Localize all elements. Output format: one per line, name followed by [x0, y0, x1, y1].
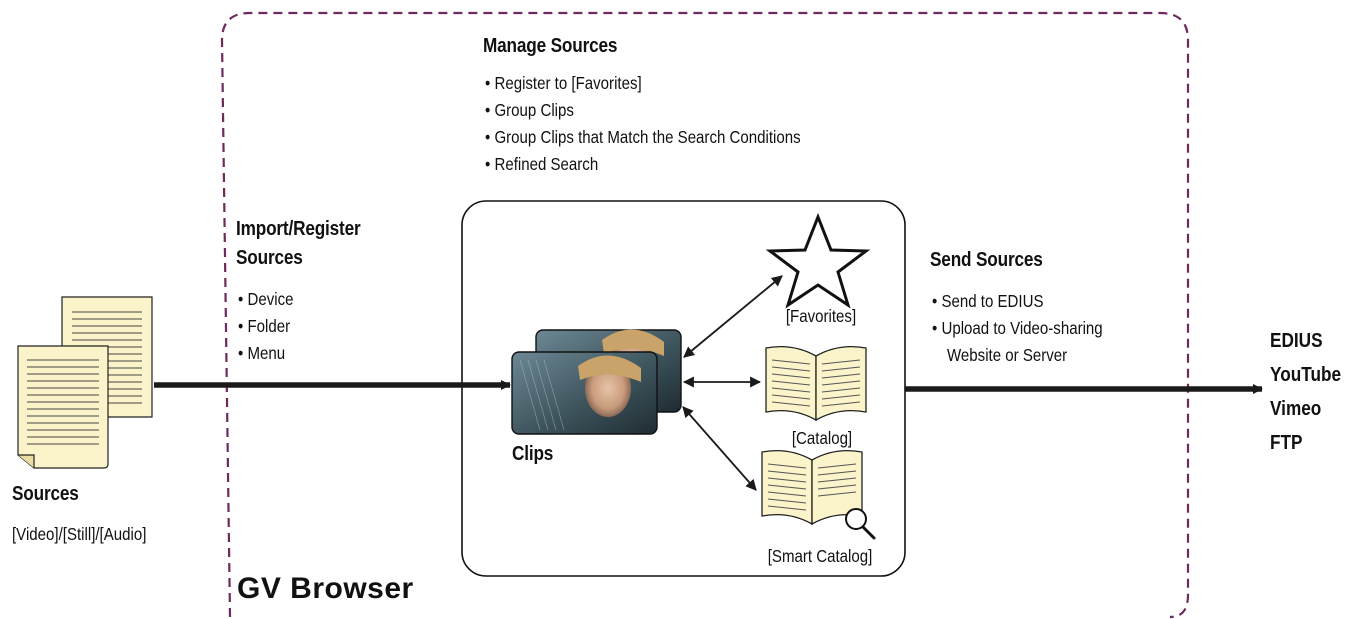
list-item: Group Clips — [485, 97, 801, 124]
gv-browser-title: GV Browser — [237, 572, 414, 605]
book-icon — [761, 449, 863, 526]
send-list: Send to EDIUS Upload to Video-sharing — [932, 288, 1103, 342]
gv-browser-boundary — [220, 11, 1190, 619]
list-item: Device — [238, 286, 293, 313]
clips-label: Clips — [512, 443, 554, 465]
import-list: Device Folder Menu — [238, 286, 293, 367]
destination-item: YouTube — [1270, 364, 1342, 386]
favorites-label: [Favorites] — [785, 306, 857, 326]
document-icon — [17, 345, 109, 469]
list-item: Refined Search — [485, 151, 801, 178]
destination-item: FTP — [1270, 432, 1303, 454]
list-item: Send to EDIUS — [932, 288, 1103, 315]
smart-catalog-label: [Smart Catalog] — [767, 546, 873, 566]
magnifier-icon — [845, 508, 876, 540]
destination-item: Vimeo — [1270, 398, 1322, 420]
sources-title: Sources — [12, 483, 79, 505]
import-title-line1: Import/Register — [236, 218, 361, 240]
manage-list: Register to [Favorites] Group Clips Grou… — [485, 70, 801, 178]
send-item-continued: Website or Server — [947, 345, 1068, 365]
send-title: Send Sources — [930, 249, 1043, 271]
sources-types: [Video]/[Still]/[Audio] — [12, 524, 147, 544]
book-icon — [765, 345, 867, 422]
list-item: Register to [Favorites] — [485, 70, 801, 97]
list-item: Upload to Video-sharing — [932, 315, 1102, 342]
destination-list: EDIUS YouTube Vimeo FTP — [1270, 324, 1341, 460]
list-item: Menu — [238, 340, 293, 367]
star-icon — [765, 212, 871, 309]
destination-item: EDIUS — [1270, 330, 1323, 352]
manage-title: Manage Sources — [483, 35, 618, 57]
list-item: Group Clips that Match the Search Condit… — [485, 124, 800, 151]
list-item: Folder — [238, 313, 293, 340]
import-title-line2: Sources — [236, 247, 303, 269]
catalog-label: [Catalog] — [791, 428, 853, 448]
video-clip-thumbnail — [511, 351, 658, 435]
